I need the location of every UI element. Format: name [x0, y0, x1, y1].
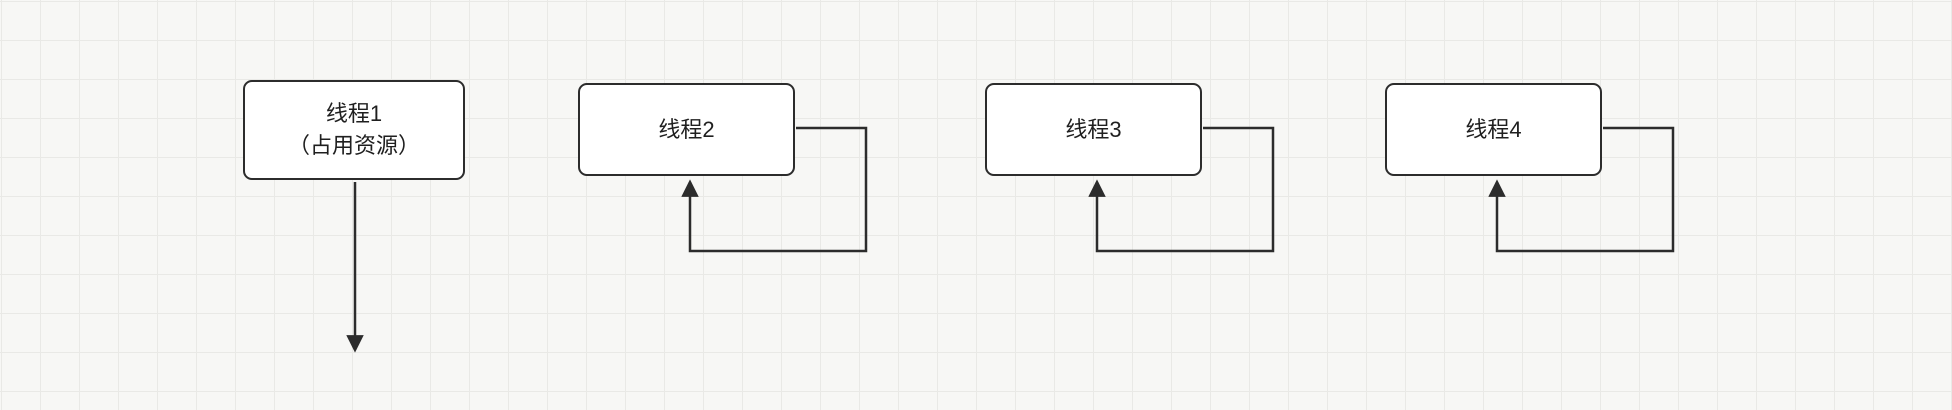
thread2-self-loop-arrow [681, 126, 868, 253]
node-thread2[interactable]: 线程2 [578, 83, 795, 176]
node-thread4[interactable]: 线程4 [1385, 83, 1602, 176]
node-thread3[interactable]: 线程3 [985, 83, 1202, 176]
node-thread1-label-line2: （占用资源） [287, 133, 420, 158]
node-thread1[interactable]: 线程1 （占用资源） [243, 80, 465, 180]
node-thread3-label: 线程3 [1065, 116, 1122, 142]
node-thread4-label: 线程4 [1465, 116, 1522, 142]
thread3-self-loop-arrow [1088, 126, 1275, 253]
node-thread2-label: 线程2 [658, 116, 715, 142]
node-thread1-label-line1: 线程1 [325, 101, 383, 127]
thread4-self-loop-arrow [1488, 126, 1675, 253]
